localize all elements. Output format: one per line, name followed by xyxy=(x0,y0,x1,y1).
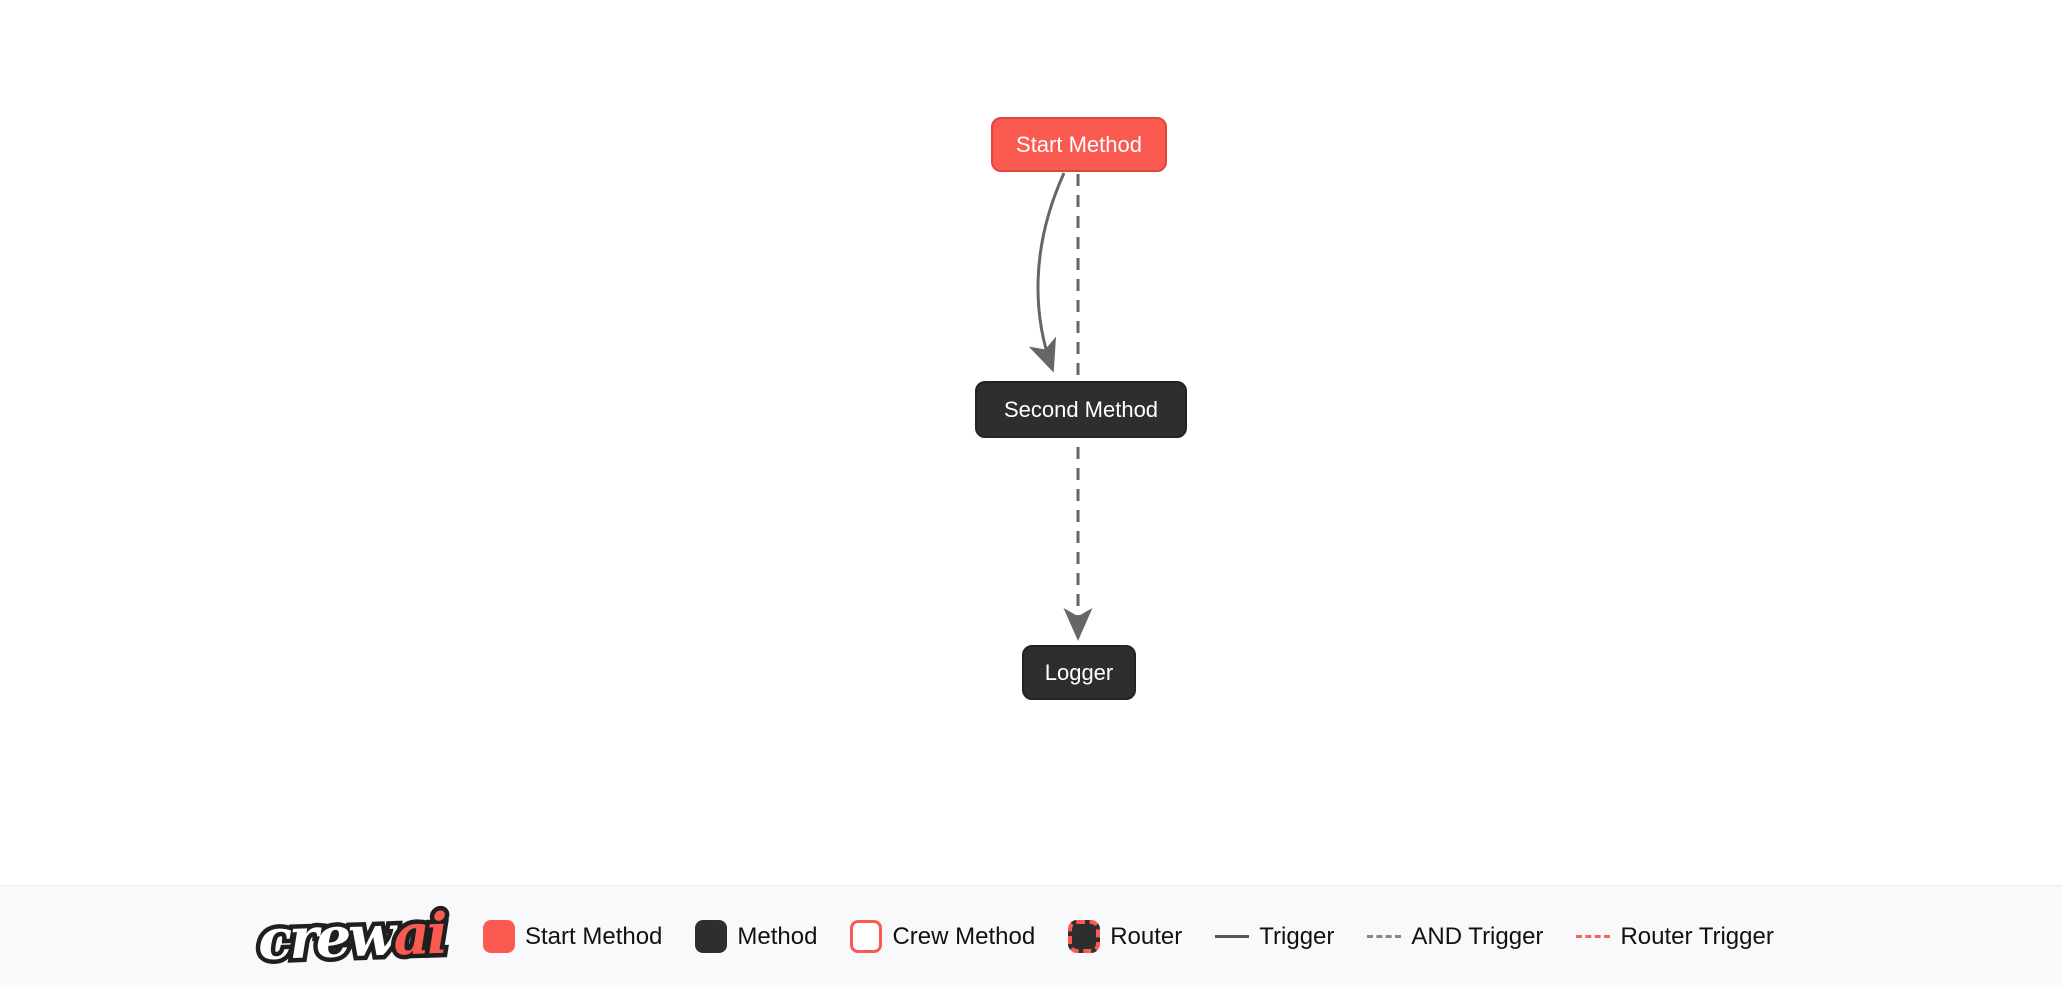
node-logger[interactable]: Logger xyxy=(1022,645,1136,700)
node-second-method[interactable]: Second Method xyxy=(975,381,1187,438)
flow-canvas[interactable]: Start Method Second Method Logger xyxy=(0,0,2062,885)
legend-label: Crew Method xyxy=(892,922,1036,950)
crewai-logo-ai: ai xyxy=(388,896,451,973)
legend-item-start-method: Start Method xyxy=(483,920,662,953)
legend-item-router-trigger: Router Trigger xyxy=(1576,922,1774,951)
crewai-logo-crew: crew xyxy=(252,898,399,978)
method-swatch xyxy=(695,920,728,953)
edge-trigger-start-to-second xyxy=(1028,172,1066,373)
node-start-method[interactable]: Start Method xyxy=(991,117,1167,172)
node-start-method-label: Start Method xyxy=(1016,131,1142,157)
start-method-swatch xyxy=(483,920,515,953)
legend-bar: crewai Start Method Method Crew Method R… xyxy=(0,885,2062,987)
legend-label: Router Trigger xyxy=(1620,922,1774,950)
legend-item-router: Router xyxy=(1068,920,1182,953)
legend-item-and-trigger: AND Trigger xyxy=(1367,923,1543,951)
crew-method-swatch xyxy=(850,920,883,953)
legend-label: Start Method xyxy=(525,922,663,950)
legend-label: Router xyxy=(1110,922,1183,950)
legend-label: Trigger xyxy=(1259,922,1335,950)
legend-item-method: Method xyxy=(695,920,817,953)
and-trigger-line-swatch xyxy=(1367,935,1402,938)
node-second-method-label: Second Method xyxy=(1003,396,1159,422)
legend-label: Method xyxy=(737,922,818,950)
legend-items: Start Method Method Crew Method Router T… xyxy=(483,920,1774,953)
legend-item-trigger: Trigger xyxy=(1215,923,1334,951)
router-swatch xyxy=(1068,920,1101,953)
crewai-logo: crewai xyxy=(252,896,451,978)
legend-label: AND Trigger xyxy=(1411,922,1544,950)
node-logger-label: Logger xyxy=(1044,659,1114,685)
router-trigger-line-swatch xyxy=(1576,935,1611,938)
trigger-line-swatch xyxy=(1215,935,1250,938)
legend-item-crew-method: Crew Method xyxy=(850,920,1035,953)
